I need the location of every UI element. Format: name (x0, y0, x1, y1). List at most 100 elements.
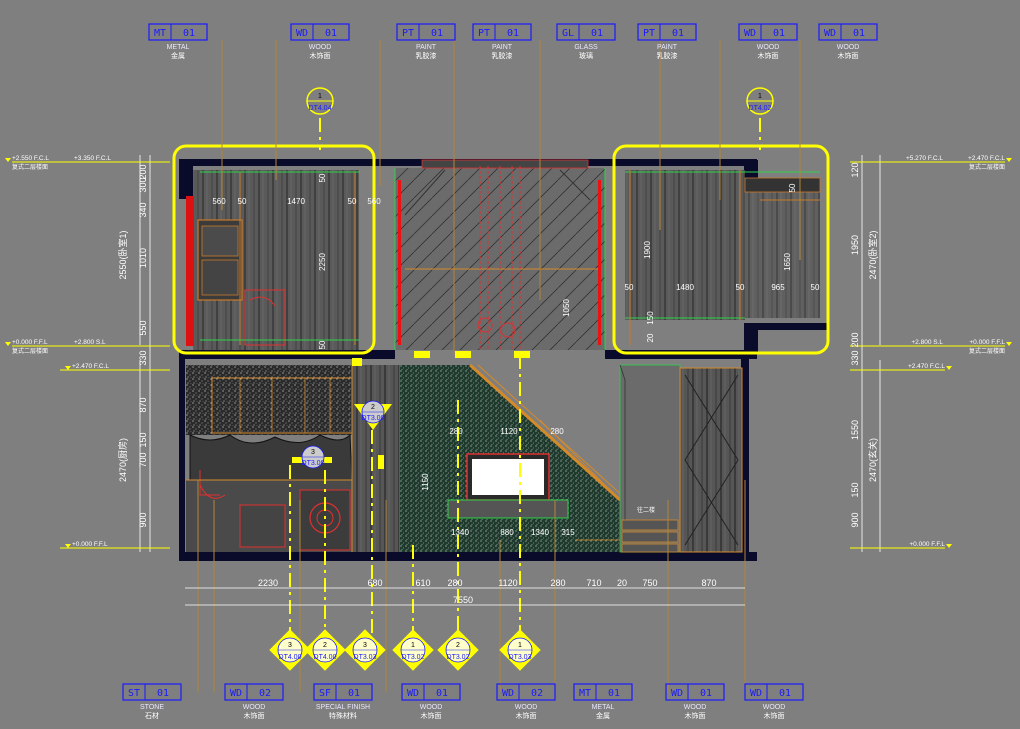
tag-code: WD (750, 688, 762, 699)
dimension-lines (139, 155, 881, 606)
svg-text:复式二层楼面: 复式二层楼面 (12, 163, 48, 171)
svg-text:+3.350 F.C.L: +3.350 F.C.L (74, 155, 111, 162)
tag-number: 01 (773, 28, 785, 39)
dimension-value: 315 (561, 528, 575, 537)
dimension-value: 1650 (783, 253, 792, 271)
dimension-value: 280 (550, 578, 565, 588)
dimension-value: 50 (318, 340, 327, 349)
tag-material-cn: 木饰面 (516, 711, 537, 720)
tag-number: 01 (779, 688, 791, 699)
tag-material-cn: 木饰面 (758, 51, 779, 60)
dimension-value: 20 (646, 333, 655, 342)
dimension-value: 1470 (287, 197, 305, 206)
tag-material-cn: 乳胶漆 (416, 51, 437, 60)
svg-text:+5.270 F.C.L: +5.270 F.C.L (906, 155, 943, 162)
tag-code: PT (402, 28, 414, 39)
dimension-value: 280 (447, 578, 462, 588)
svg-text:+2.800 S.L: +2.800 S.L (74, 339, 106, 346)
svg-text:DT3.03: DT3.03 (509, 654, 532, 661)
tag-material-en: METAL (167, 44, 190, 51)
right-level-marker: +2.470 F.C.L +5.270 F.C.L 复式二层楼面 (906, 155, 1012, 171)
tag-number: 02 (259, 688, 271, 699)
kitchen-elevation (186, 365, 353, 552)
dimension-value: 550 (138, 320, 148, 335)
leader-lines (197, 40, 801, 692)
dimension-value: 710 (586, 578, 601, 588)
tag-material-en: WOOD (243, 704, 266, 711)
svg-text:+2.470 F.C.L: +2.470 F.C.L (968, 155, 1005, 162)
bedroom2-elevation (625, 170, 821, 345)
svg-text:2: 2 (323, 642, 327, 649)
svg-text:DT4.04: DT4.04 (309, 105, 332, 112)
left-level-marker: +2.470 F.C.L (65, 363, 109, 370)
tag-code: ST (128, 688, 140, 699)
tag-number: 01 (853, 28, 865, 39)
svg-text:DT3.02: DT3.02 (447, 654, 470, 661)
dimension-value: 560 (212, 197, 226, 206)
dimension-value: 120 (850, 162, 860, 177)
tag-number: 01 (591, 28, 603, 39)
tag-material-en: SPECIAL FINISH (316, 704, 370, 711)
svg-text:DT4.02: DT4.02 (749, 105, 772, 112)
tag-code: WD (744, 28, 756, 39)
tag-code: WD (230, 688, 242, 699)
dimension-value: 280 (449, 427, 463, 436)
tag-material-en: GLASS (574, 44, 598, 51)
tag-material-cn: 金属 (171, 51, 185, 60)
detail-callouts: 1DT4.041DT4.023DT4.002DT4.003DT3.031DT3.… (269, 87, 774, 671)
dimension-value: 340 (138, 202, 148, 217)
svg-text:3: 3 (288, 642, 292, 649)
dimension-value: 1900 (643, 241, 652, 259)
dimension-value: 2230 (258, 578, 278, 588)
dimension-value: 50 (348, 197, 357, 206)
dimension-value: 280 (550, 427, 564, 436)
tag-material-en: WOOD (763, 704, 786, 711)
tag-number: 01 (672, 28, 684, 39)
dimension-value: 1010 (138, 248, 148, 268)
tag-material-cn: 木饰面 (310, 51, 331, 60)
dimension-value: 610 (415, 578, 430, 588)
tag-code: WD (296, 28, 308, 39)
yellow-markers (352, 351, 530, 469)
dimension-value: 870 (138, 397, 148, 412)
tag-material-en: STONE (140, 704, 164, 711)
dimension-total: 2470(卧室2) (867, 230, 878, 279)
svg-text:DT4.00: DT4.00 (279, 654, 302, 661)
dimension-value: 200 (138, 164, 148, 179)
left-level-marker: +0.000 F.F.L (65, 541, 108, 548)
tag-number: 01 (700, 688, 712, 699)
svg-text:DT4.00: DT4.00 (314, 654, 337, 661)
dimension-value: 750 (642, 578, 657, 588)
svg-text:2: 2 (371, 404, 375, 411)
tag-material-en: METAL (592, 704, 615, 711)
dimension-value: 680 (367, 578, 382, 588)
dimension-text: 20030034010105502550(卧室1)330870150700900… (117, 162, 878, 605)
tag-material-cn: 玻璃 (579, 51, 593, 60)
tag-number: 01 (183, 28, 195, 39)
stair-void-upper (394, 159, 606, 350)
svg-text:3: 3 (311, 449, 315, 456)
svg-text:复式二层楼面: 复式二层楼面 (969, 163, 1005, 171)
svg-text:1: 1 (518, 642, 522, 649)
svg-text:1: 1 (411, 642, 415, 649)
tag-material-cn: 木饰面 (764, 711, 785, 720)
svg-text:+2.470 F.C.L: +2.470 F.C.L (72, 363, 109, 370)
